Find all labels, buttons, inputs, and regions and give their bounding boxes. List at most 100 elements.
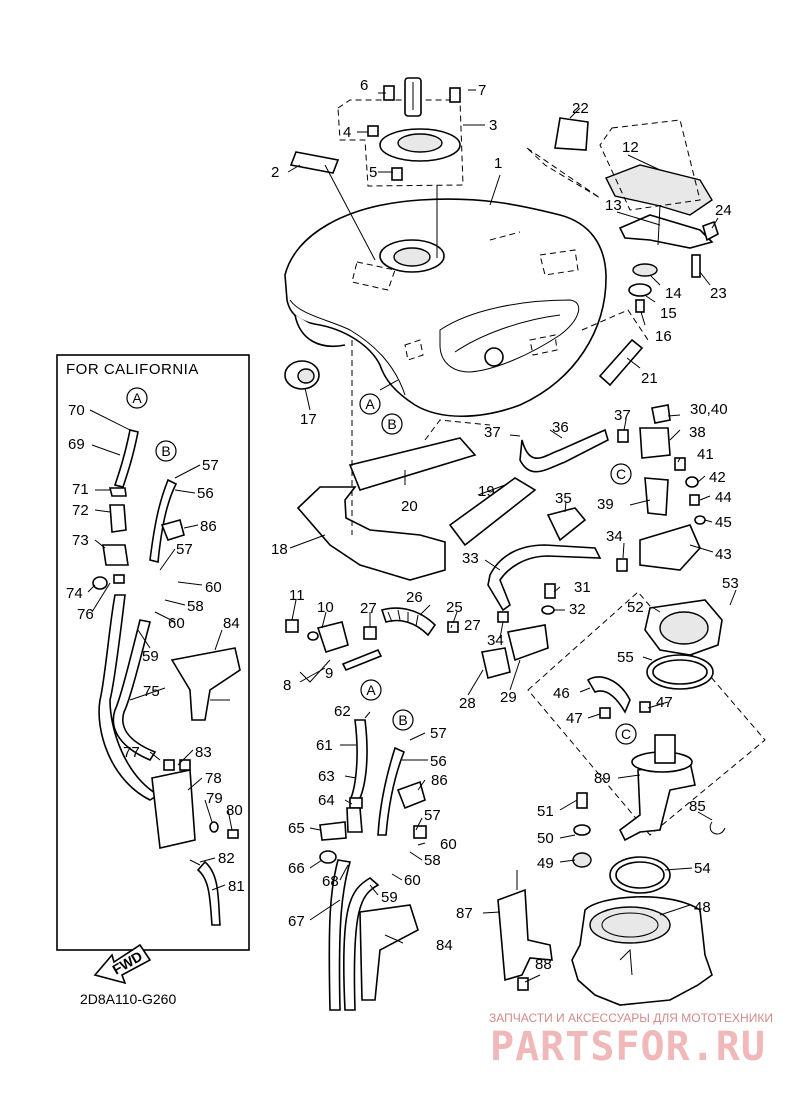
label-37a: 37 — [484, 424, 501, 441]
callout-a-main: A — [360, 679, 382, 701]
hoses-main — [487, 428, 609, 612]
california-inset-frame — [56, 354, 250, 951]
label-7: 7 — [478, 82, 486, 99]
label-73: 73 — [72, 532, 89, 549]
label-87: 87 — [456, 905, 473, 922]
label-86a: 86 — [200, 518, 217, 535]
fuel-tank — [284, 198, 607, 417]
label-80: 80 — [226, 802, 243, 819]
label-82: 82 — [218, 850, 235, 867]
inset-title: FOR CALIFORNIA — [66, 361, 199, 378]
label-69: 69 — [68, 436, 85, 453]
label-19: 19 — [478, 483, 495, 500]
label-2: 2 — [271, 164, 279, 181]
label-32: 32 — [569, 601, 586, 618]
label-34b: 34 — [487, 632, 504, 649]
label-1: 1 — [494, 155, 502, 172]
callout-b-main: B — [392, 709, 414, 731]
label-41: 41 — [697, 446, 714, 463]
label-68: 68 — [322, 873, 339, 890]
label-51: 51 — [537, 803, 554, 820]
label-66: 66 — [288, 860, 305, 877]
label-38: 38 — [689, 424, 706, 441]
label-4: 4 — [343, 124, 351, 141]
label-18: 18 — [271, 541, 288, 558]
label-48: 48 — [694, 899, 711, 916]
label-78: 78 — [205, 770, 222, 787]
label-44: 44 — [715, 489, 732, 506]
label-60a: 60 — [205, 579, 222, 596]
label-42: 42 — [709, 469, 726, 486]
tank-pads — [296, 340, 537, 581]
label-88: 88 — [535, 956, 552, 973]
label-57b: 57 — [176, 541, 193, 558]
label-13: 13 — [605, 197, 622, 214]
label-72: 72 — [72, 502, 89, 519]
watermark-tagline: ЗАПЧАСТИ И АКСЕССУАРЫ ДЛЯ МОТОТЕХНИКИ — [489, 1011, 773, 1025]
label-47a: 47 — [566, 710, 583, 727]
watermark-logo: PARTSFOR.RU — [490, 1024, 766, 1070]
part-number-labels: 1 2 3 4 5 6 7 8 9 10 11 12 13 14 15 16 1… — [66, 77, 739, 973]
label-50: 50 — [537, 830, 554, 847]
label-20: 20 — [401, 498, 418, 515]
label-5: 5 — [369, 164, 377, 181]
diagram-code: 2D8A110-G260 — [80, 991, 176, 1007]
label-10: 10 — [317, 599, 334, 616]
callout-c-pump: C — [615, 723, 637, 745]
label-71: 71 — [72, 481, 89, 498]
label-61: 61 — [316, 737, 333, 754]
callout-b-inset: B — [155, 440, 177, 462]
breather-piping-main — [319, 719, 427, 1011]
label-23: 23 — [710, 285, 727, 302]
label-65: 65 — [288, 820, 305, 837]
svg-text:A: A — [366, 682, 376, 698]
label-47b: 47 — [656, 694, 673, 711]
damper-17 — [284, 360, 320, 390]
label-56a: 56 — [197, 485, 214, 502]
label-11: 11 — [289, 587, 305, 604]
label-64: 64 — [318, 792, 335, 809]
label-30-40: 30,40 — [690, 401, 728, 418]
label-63: 63 — [318, 768, 335, 785]
label-34a: 34 — [606, 528, 623, 545]
label-86b: 86 — [431, 772, 448, 789]
label-57c: 57 — [430, 725, 447, 742]
callout-a-inset: A — [126, 387, 148, 409]
label-33: 33 — [462, 550, 479, 567]
label-67: 67 — [288, 913, 305, 930]
label-59a: 59 — [142, 648, 159, 665]
leader-lines — [87, 89, 737, 983]
cap-assembly — [337, 77, 464, 258]
label-28: 28 — [459, 695, 476, 712]
label-8: 8 — [283, 677, 291, 694]
label-77: 77 — [123, 744, 140, 761]
label-85: 85 — [689, 798, 706, 815]
label-60b: 60 — [168, 615, 185, 632]
california-parts — [92, 429, 241, 926]
label-84b: 84 — [436, 937, 453, 954]
label-84a: 84 — [223, 615, 240, 632]
svg-text:A: A — [132, 390, 142, 406]
svg-text:B: B — [398, 712, 407, 728]
tank-cover — [599, 119, 719, 313]
label-16: 16 — [655, 328, 672, 345]
label-17: 17 — [300, 411, 317, 428]
label-81: 81 — [228, 878, 245, 895]
label-89: 89 — [594, 770, 611, 787]
label-62: 62 — [334, 703, 351, 720]
label-79: 79 — [206, 790, 223, 807]
label-52: 52 — [627, 599, 644, 616]
label-31: 31 — [574, 579, 591, 596]
label-60d: 60 — [404, 872, 421, 889]
svg-text:B: B — [387, 416, 396, 432]
label-83: 83 — [195, 744, 212, 761]
label-6: 6 — [360, 77, 368, 94]
label-24: 24 — [715, 202, 732, 219]
callout-a-tank: A — [359, 393, 381, 415]
label-22: 22 — [572, 100, 589, 117]
label-54: 54 — [694, 860, 711, 877]
label-49: 49 — [537, 855, 554, 872]
label-27a: 27 — [360, 600, 377, 617]
label-15: 15 — [660, 305, 677, 322]
